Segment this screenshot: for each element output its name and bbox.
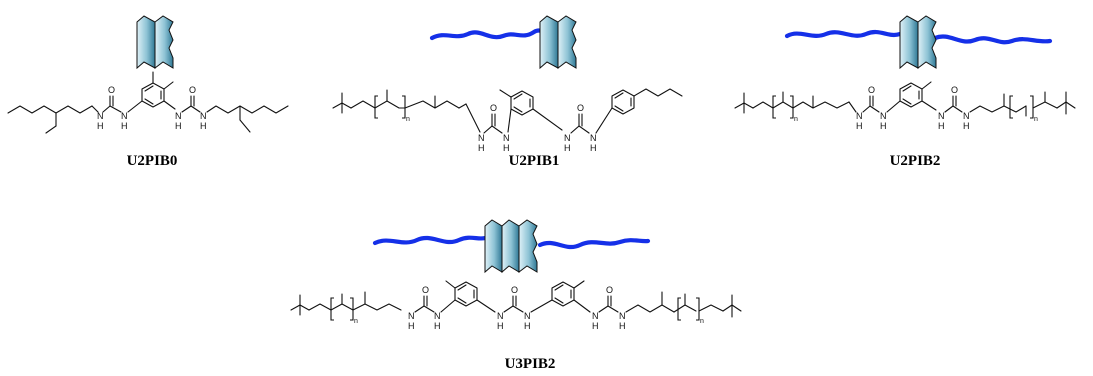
hydrogen-bond-stack-icon xyxy=(484,219,538,273)
atom-h: H xyxy=(478,143,485,153)
atom-n: N xyxy=(497,311,504,321)
atom-n: N xyxy=(938,111,945,121)
atom-h: H xyxy=(963,121,970,131)
atom-o: O xyxy=(951,85,958,95)
molecule-u2pib2: n N H O N H N H O N H n xyxy=(734,15,1076,169)
atom-n: N xyxy=(963,111,970,121)
atom-h: H xyxy=(590,143,597,153)
atom-h: H xyxy=(434,321,441,331)
polyisobutylene-chain-icon xyxy=(784,29,903,39)
atom-o: O xyxy=(422,285,429,295)
atom-n: N xyxy=(856,111,863,121)
hydrogen-bond-stack-icon xyxy=(899,15,937,69)
atom-n: N xyxy=(478,133,485,143)
repeat-index: n xyxy=(794,116,798,123)
molecule-label-u2pib0: U2PIB0 xyxy=(127,153,178,169)
atom-h: H xyxy=(97,121,104,131)
molecule-label-u2pib1: U2PIB1 xyxy=(509,153,560,169)
polyisobutylene-chain-icon xyxy=(932,34,1053,45)
atom-n: N xyxy=(175,111,182,121)
polyisobutylene-chain-icon xyxy=(372,235,488,246)
atom-o: O xyxy=(606,285,613,295)
atom-o: O xyxy=(490,103,497,113)
repeat-index: n xyxy=(700,318,704,325)
atom-n: N xyxy=(619,311,626,321)
atom-o: O xyxy=(868,85,875,95)
atom-h: H xyxy=(564,143,571,153)
atom-n: N xyxy=(880,111,887,121)
molecule-label-u2pib2: U2PIB2 xyxy=(890,153,941,169)
atom-h: H xyxy=(592,321,599,331)
atom-h: H xyxy=(938,121,945,131)
atom-o: O xyxy=(108,85,115,95)
atom-o: O xyxy=(189,85,196,95)
atom-o: O xyxy=(511,285,518,295)
molecule-u2pib0: N H O N H N H O N H U2PIB0 xyxy=(7,15,289,169)
hydrogen-bond-stack-icon xyxy=(539,15,577,69)
atom-h: H xyxy=(200,121,207,131)
atom-n: N xyxy=(564,133,571,143)
atom-h: H xyxy=(856,121,863,131)
atom-o: O xyxy=(577,103,584,113)
molecule-u3pib2: n N H O N H N H O N H N H xyxy=(290,219,742,372)
molecule-u2pib1: n N H O N H N H O N H xyxy=(332,15,683,169)
atom-h: H xyxy=(524,321,531,331)
atom-h: H xyxy=(175,121,182,131)
atom-n: N xyxy=(590,133,597,143)
molecule-label-u3pib2: U3PIB2 xyxy=(505,356,556,372)
polyisobutylene-chain-icon xyxy=(429,28,551,41)
repeat-index: n xyxy=(1034,116,1038,123)
atom-h: H xyxy=(880,121,887,131)
atom-n: N xyxy=(592,311,599,321)
hydrogen-bond-stack-icon xyxy=(136,15,174,69)
atom-h: H xyxy=(121,121,128,131)
atom-n: N xyxy=(434,311,441,321)
polyisobutylene-chain-icon xyxy=(537,238,651,250)
atom-n: N xyxy=(200,111,207,121)
atom-n: N xyxy=(97,111,104,121)
atom-n: N xyxy=(121,111,128,121)
atom-h: H xyxy=(503,143,510,153)
atom-n: N xyxy=(503,133,510,143)
atom-n: N xyxy=(408,311,415,321)
atom-n: N xyxy=(524,311,531,321)
atom-h: H xyxy=(497,321,504,331)
atom-h: H xyxy=(408,321,415,331)
repeat-index: n xyxy=(354,318,358,325)
repeat-index: n xyxy=(406,116,410,123)
atom-h: H xyxy=(619,321,626,331)
